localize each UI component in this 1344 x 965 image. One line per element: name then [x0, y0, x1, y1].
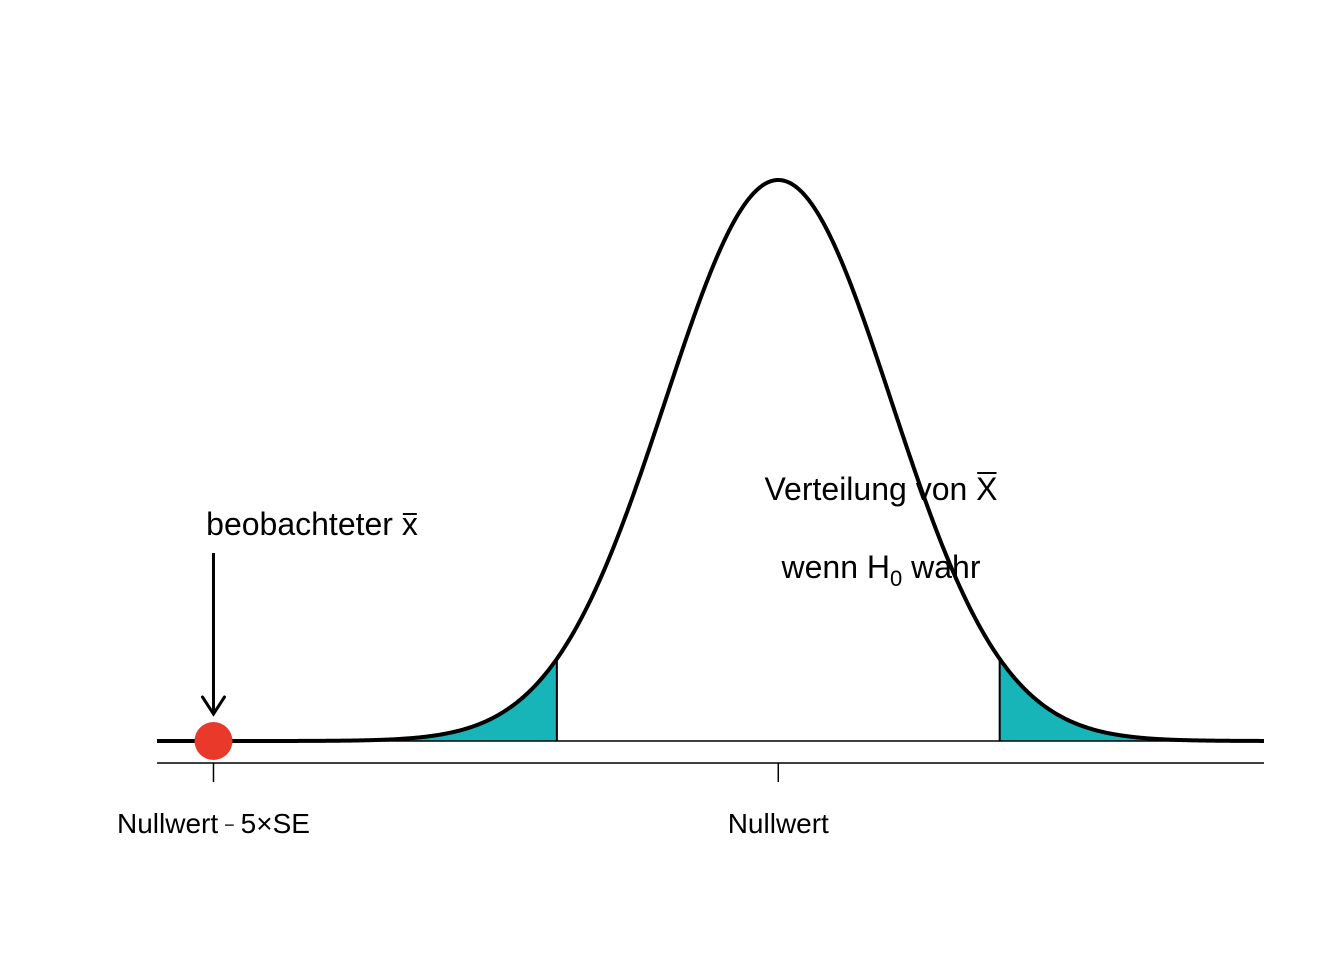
rejection-regions: [157, 658, 1264, 742]
observed-arrow-head: [200, 695, 226, 717]
observed-point: [194, 722, 233, 760]
observed-marker-group: [194, 553, 233, 760]
curve-label-line1: Verteilung von X: [764, 471, 997, 507]
x-axis: Nullwert−5×SE Nullwert: [117, 762, 1264, 839]
curve-label-line2: wenn H0 wahr: [781, 549, 981, 591]
observed-label: beobachteter x: [206, 506, 418, 542]
left-rejection-region: [157, 658, 557, 741]
density-curve: [156, 178, 1265, 743]
x-tick-label-0: Nullwert−5×SE: [117, 808, 310, 839]
x-tick-label-1: Nullwert: [728, 808, 829, 839]
density-curve-group: [156, 178, 1265, 743]
